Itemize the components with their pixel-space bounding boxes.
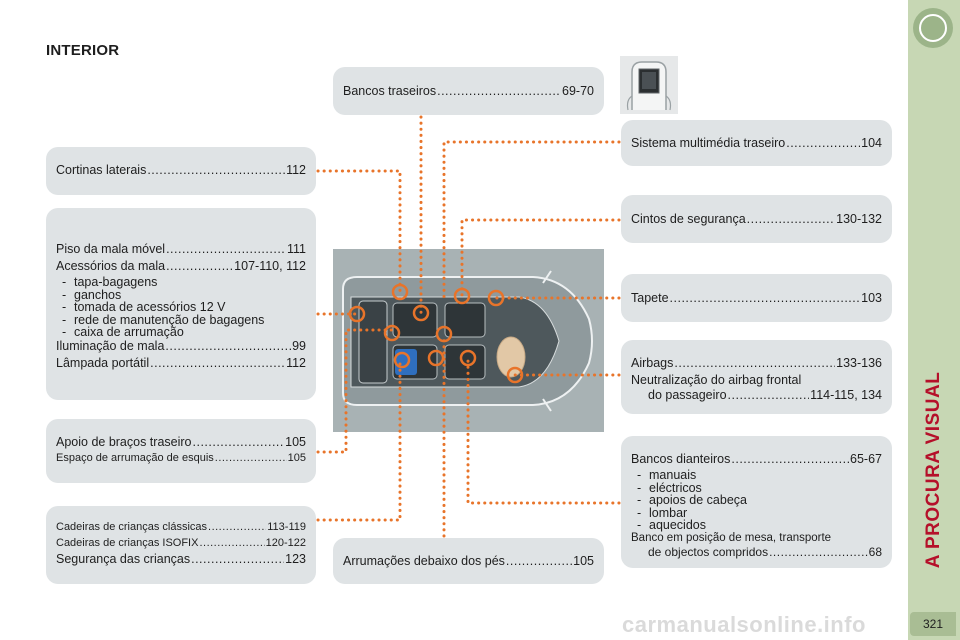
index-entry: Iluminação de mala99 — [56, 339, 306, 354]
page-heading: INTERIOR — [46, 42, 120, 59]
box-tapete[interactable]: Tapete103 — [621, 274, 892, 322]
box-bancos-dianteiros[interactable]: Bancos dianteiros65-67 -manuais -eléctri… — [621, 436, 892, 568]
box-piso-mala[interactable]: Piso da mala móvel111 Acessórios da mala… — [46, 208, 316, 400]
sub-item: -ganchos — [62, 287, 122, 302]
index-entry: de objectos compridos68 — [631, 545, 882, 560]
section-circle-icon — [913, 8, 953, 48]
sub-item: -tomada de acessórios 12 V — [62, 300, 226, 314]
index-entry: Sistema multimédia traseiro104 — [631, 136, 882, 151]
index-entry: Acessórios da mala107-110, 112 — [56, 259, 306, 274]
watermark: carmanualsonline.info — [622, 612, 866, 637]
index-entry: Cintos de segurança130-132 — [631, 212, 882, 227]
sub-item: -manuais — [637, 468, 697, 482]
index-entry: Lâmpada portátil112 — [56, 356, 306, 371]
section-side-tab — [908, 0, 960, 640]
section-title-vertical: A PROCURA VISUAL — [923, 371, 944, 569]
box-arrumacoes-pes[interactable]: Arrumações debaixo dos pés105 — [333, 538, 604, 584]
box-cadeiras-criancas[interactable]: Cadeiras de crianças clássicas113-119 Ca… — [46, 506, 316, 584]
box-airbags[interactable]: Airbags133-136 Neutralização do airbag f… — [621, 340, 892, 414]
index-entry: Arrumações debaixo dos pés105 — [343, 554, 594, 569]
box-apoio-bracos[interactable]: Apoio de braços traseiro105 Espaço de ar… — [46, 419, 316, 483]
box-multimedia-traseiro[interactable]: Sistema multimédia traseiro104 — [621, 120, 892, 166]
index-line: Banco em posição de mesa, transporte — [631, 531, 832, 544]
index-entry: Cortinas laterais112 — [56, 163, 306, 178]
car-interior-top-view — [333, 249, 604, 432]
sub-item: -eléctricos — [637, 480, 702, 495]
index-entry: Apoio de braços traseiro105 — [56, 435, 306, 450]
box-bancos-traseiros[interactable]: Bancos traseiros69-70 — [333, 67, 604, 115]
index-entry: Piso da mala móvel111 — [56, 242, 306, 257]
sub-item: -tapa-bagagens — [62, 275, 158, 289]
box-cortinas[interactable]: Cortinas laterais112 — [46, 147, 316, 195]
index-entry: Airbags133-136 — [631, 356, 882, 371]
index-entry: Cadeiras de crianças ISOFIX120-122 — [56, 536, 306, 551]
box-cintos[interactable]: Cintos de segurança130-132 — [621, 195, 892, 243]
index-entry: do passageiro114-115, 134 — [631, 388, 882, 403]
sub-item: -lombar — [637, 505, 688, 520]
index-entry: Bancos traseiros69-70 — [343, 84, 594, 99]
sub-item: -apoios de cabeça — [637, 493, 747, 507]
index-line: Neutralização do airbag frontal — [631, 373, 802, 387]
index-entry: Segurança das crianças123 — [56, 552, 306, 567]
sub-item: -aquecidos — [637, 518, 706, 532]
page-number: 321 — [910, 612, 956, 636]
index-entry: Bancos dianteiros65-67 — [631, 452, 882, 467]
sub-item: -caixa de arrumação — [62, 325, 184, 339]
index-entry: Espaço de arrumação de esquis105 — [56, 451, 306, 466]
sub-item: -rede de manutenção de bagagens — [62, 312, 265, 327]
index-entry: Tapete103 — [631, 291, 882, 306]
index-entry: Cadeiras de crianças clássicas113-119 — [56, 520, 306, 535]
rear-headrest-screen-thumbnail — [620, 56, 678, 114]
